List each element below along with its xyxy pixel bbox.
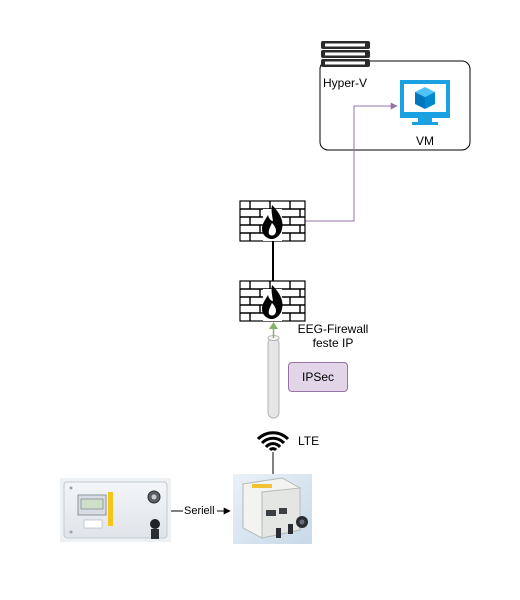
ipsec-label: IPSec	[301, 370, 334, 384]
hyperv-label: Hyper-V	[323, 76, 368, 90]
server-rack-icon	[321, 41, 370, 67]
vm-label: VM	[416, 134, 434, 148]
firewall-label-line1: EEG-Firewall	[297, 322, 369, 336]
firewall-eeg-icon	[239, 280, 306, 322]
seriell-label: Seriell	[184, 505, 215, 517]
firewall-label-line2: feste IP	[312, 336, 354, 350]
ipsec-box: IPSec	[288, 362, 348, 392]
field-device-image	[60, 478, 171, 542]
ipsec-tunnel	[267, 322, 280, 419]
wireless-signal-icon	[256, 431, 290, 452]
virtual-machine-icon	[400, 80, 450, 125]
firewall-top-icon	[239, 200, 306, 242]
vm-link-line	[305, 102, 398, 222]
lte-label: LTE	[298, 434, 320, 448]
lte-router-image	[233, 474, 312, 544]
